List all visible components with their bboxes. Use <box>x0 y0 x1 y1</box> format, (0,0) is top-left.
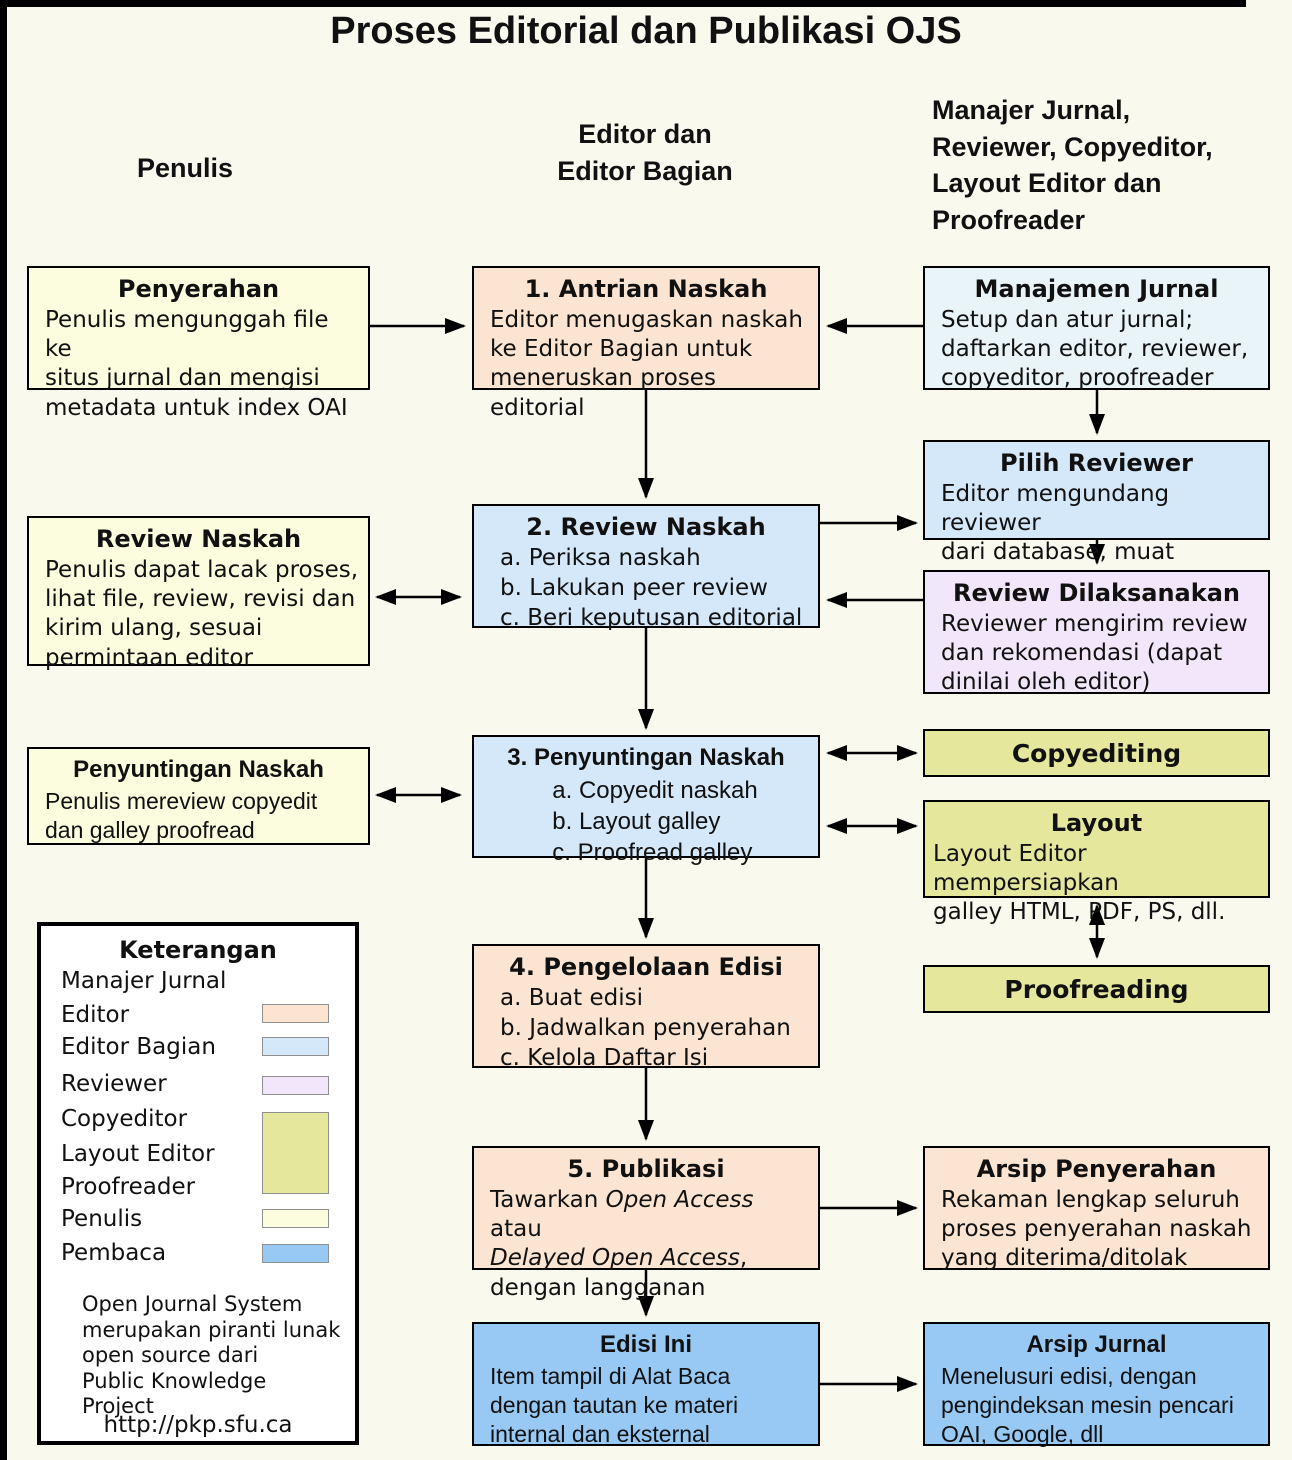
text-segment: , dengan langganan <box>490 1245 748 1301</box>
column-header-penulis: Penulis <box>136 153 234 183</box>
legend: Keterangan Manajer Jurnal Editor Editor … <box>37 922 359 1445</box>
legend-title: Keterangan <box>119 936 277 964</box>
box-title: Pilih Reviewer <box>1000 449 1193 477</box>
list-item: a. Periksa naskah <box>500 545 701 571</box>
list-item: b. Lakukan peer review <box>500 574 768 601</box>
box-manajemen-jurnal: Manajemen Jurnal Setup dan atur jurnal; … <box>923 266 1270 391</box>
column-header-manajer: Manajer Jurnal, Reviewer, Copyeditor, La… <box>932 95 1213 236</box>
box-body: Penulis mereview copyedit dan galley pro… <box>45 788 318 844</box>
text-segment-italic: Open Access <box>605 1187 754 1213</box>
legend-label-pembaca: Pembaca <box>61 1240 167 1266</box>
legend-swatch-copyeditor-layout-proofreader <box>262 1112 329 1194</box>
legend-label-editor-bagian: Editor Bagian <box>61 1034 216 1060</box>
legend-label-manajer-jurnal: Manajer Jurnal <box>61 968 227 994</box>
box-publikasi: 5. Publikasi Tawarkan Open Access atau D… <box>472 1146 820 1301</box>
box-review-naskah: 2. Review Naskah a. Periksa naskah b. La… <box>472 504 820 631</box>
box-title: Review Dilaksanakan <box>953 579 1240 607</box>
box-title: Layout <box>1050 809 1143 837</box>
legend-swatch-editor-bagian <box>262 1037 329 1056</box>
list-item: b. Layout galley <box>552 808 721 836</box>
legend-label-copyeditor: Copyeditor <box>61 1106 188 1132</box>
list-block: a. Copyedit naskah b. Layout galley c. P… <box>552 775 757 869</box>
box-title: Edisi Ini <box>599 1331 692 1358</box>
legend-swatch-manajer-jurnal <box>262 972 329 991</box>
diagram-title: Proses Editorial dan Publikasi OJS <box>330 10 962 52</box>
box-body: Reviewer mengirim review dan rekomendasi… <box>941 611 1248 696</box>
text-segment: Tawarkan <box>490 1187 606 1213</box>
legend-url: http://pkp.sfu.ca <box>103 1412 293 1438</box>
legend-label-proofreader: Proofreader <box>61 1174 196 1200</box>
box-body: Penulis mengunggah file ke situs jurnal … <box>45 307 348 421</box>
box-review-dilaksanakan: Review Dilaksanakan Reviewer mengirim re… <box>923 570 1270 695</box>
box-items: a. Copyedit naskah b. Layout galley c. P… <box>474 773 818 875</box>
box-title: Penyerahan <box>117 275 280 303</box>
box-body: Tawarkan Open Access atau Delayed Open A… <box>474 1184 818 1309</box>
box-body: Editor menugaskan naskah ke Editor Bagia… <box>490 307 803 421</box>
box-title: Proofreading <box>1004 974 1189 1004</box>
box-review-naskah-penulis: Review Naskah Penulis dapat lacak proses… <box>27 516 370 671</box>
frame-border-left <box>0 0 7 1460</box>
box-title: Arsip Penyerahan <box>976 1155 1217 1183</box>
column-header-editor: Editor dan Editor Bagian <box>557 119 733 186</box>
box-title: 5. Publikasi <box>567 1155 725 1183</box>
list-item: c. Beri keputusan editorial <box>500 604 803 631</box>
text-segment-italic: Delayed Open Access <box>490 1245 740 1272</box>
list-item: a. Buat edisi <box>500 985 644 1011</box>
legend-footer-text: Open Journal System merupakan piranti lu… <box>82 1292 341 1419</box>
box-copyediting: Copyediting <box>923 729 1270 777</box>
list-item: a. Copyedit naskah <box>552 777 758 804</box>
box-arsip-penyerahan: Arsip Penyerahan Rekaman lengkap seluruh… <box>923 1146 1270 1271</box>
list-item: c. Proofread galley <box>552 839 753 867</box>
legend-label-layout-editor: Layout Editor <box>61 1141 215 1167</box>
box-edisi-ini: Edisi Ini Item tampil di Alat Baca denga… <box>472 1322 820 1447</box>
box-body: Layout Editor mempersiapkan galley HTML,… <box>933 841 1226 926</box>
box-title: 3. Penyuntingan Naskah <box>507 744 785 771</box>
legend-swatch-penulis <box>262 1209 329 1228</box>
box-body: Menelusuri edisi, dengan pengindeksan me… <box>941 1363 1234 1448</box>
box-pengelolaan-edisi: 4. Pengelolaan Edisi a. Buat edisi b. Ja… <box>472 944 820 1071</box>
list-item: c. Kelola Daftar Isi <box>500 1044 709 1071</box>
box-body: Item tampil di Alat Baca dengan tautan k… <box>490 1363 739 1448</box>
box-body: Editor mengundang reviewer dari database… <box>941 481 1175 566</box>
box-layout: Layout Layout Editor mempersiapkan galle… <box>923 800 1270 925</box>
box-antrian-naskah: 1. Antrian Naskah Editor menugaskan nask… <box>472 266 820 421</box>
box-penyuntingan-naskah-penulis: Penyuntingan Naskah Penulis mereview cop… <box>27 747 370 845</box>
legend-label-editor: Editor <box>61 1002 130 1028</box>
box-penyerahan: Penyerahan Penulis mengunggah file ke si… <box>27 266 370 421</box>
legend-label-reviewer: Reviewer <box>61 1071 167 1097</box>
legend-swatch-pembaca <box>262 1244 329 1263</box>
text-segment: atau <box>490 1216 542 1243</box>
box-arsip-jurnal: Arsip Jurnal Menelusuri edisi, dengan pe… <box>923 1322 1270 1447</box>
box-penyuntingan-naskah: 3. Penyuntingan Naskah a. Copyedit naska… <box>472 735 820 866</box>
legend-swatch-reviewer <box>262 1076 329 1095</box>
box-body: Rekaman lengkap seluruh proses penyeraha… <box>941 1187 1252 1272</box>
box-pilih-reviewer: Pilih Reviewer Editor mengundang reviewe… <box>923 440 1270 565</box>
legend-label-penulis: Penulis <box>61 1206 143 1232</box>
legend-swatch-editor <box>262 1004 329 1023</box>
box-title: 1. Antrian Naskah <box>524 275 768 303</box>
box-body: Setup dan atur jurnal; daftarkan editor,… <box>941 307 1249 392</box>
box-items: a. Periksa naskah b. Lakukan peer review… <box>474 542 818 640</box>
box-title: Arsip Jurnal <box>1026 1331 1167 1358</box>
box-items: a. Buat edisi b. Jadwalkan penyerahan c.… <box>474 982 818 1080</box>
box-title: Penyuntingan Naskah <box>73 756 324 783</box>
list-item: b. Jadwalkan penyerahan <box>500 1014 791 1041</box>
box-body: Penulis dapat lacak proses, lihat file, … <box>45 557 359 671</box>
box-title: 4. Pengelolaan Edisi <box>509 953 783 981</box>
box-proofreading: Proofreading <box>923 965 1270 1013</box>
frame-border-top <box>0 0 1246 7</box>
box-title: Manajemen Jurnal <box>974 275 1219 303</box>
box-title: Review Naskah <box>95 525 302 553</box>
box-title: Copyediting <box>1011 738 1182 768</box>
box-title: 2. Review Naskah <box>526 513 766 541</box>
